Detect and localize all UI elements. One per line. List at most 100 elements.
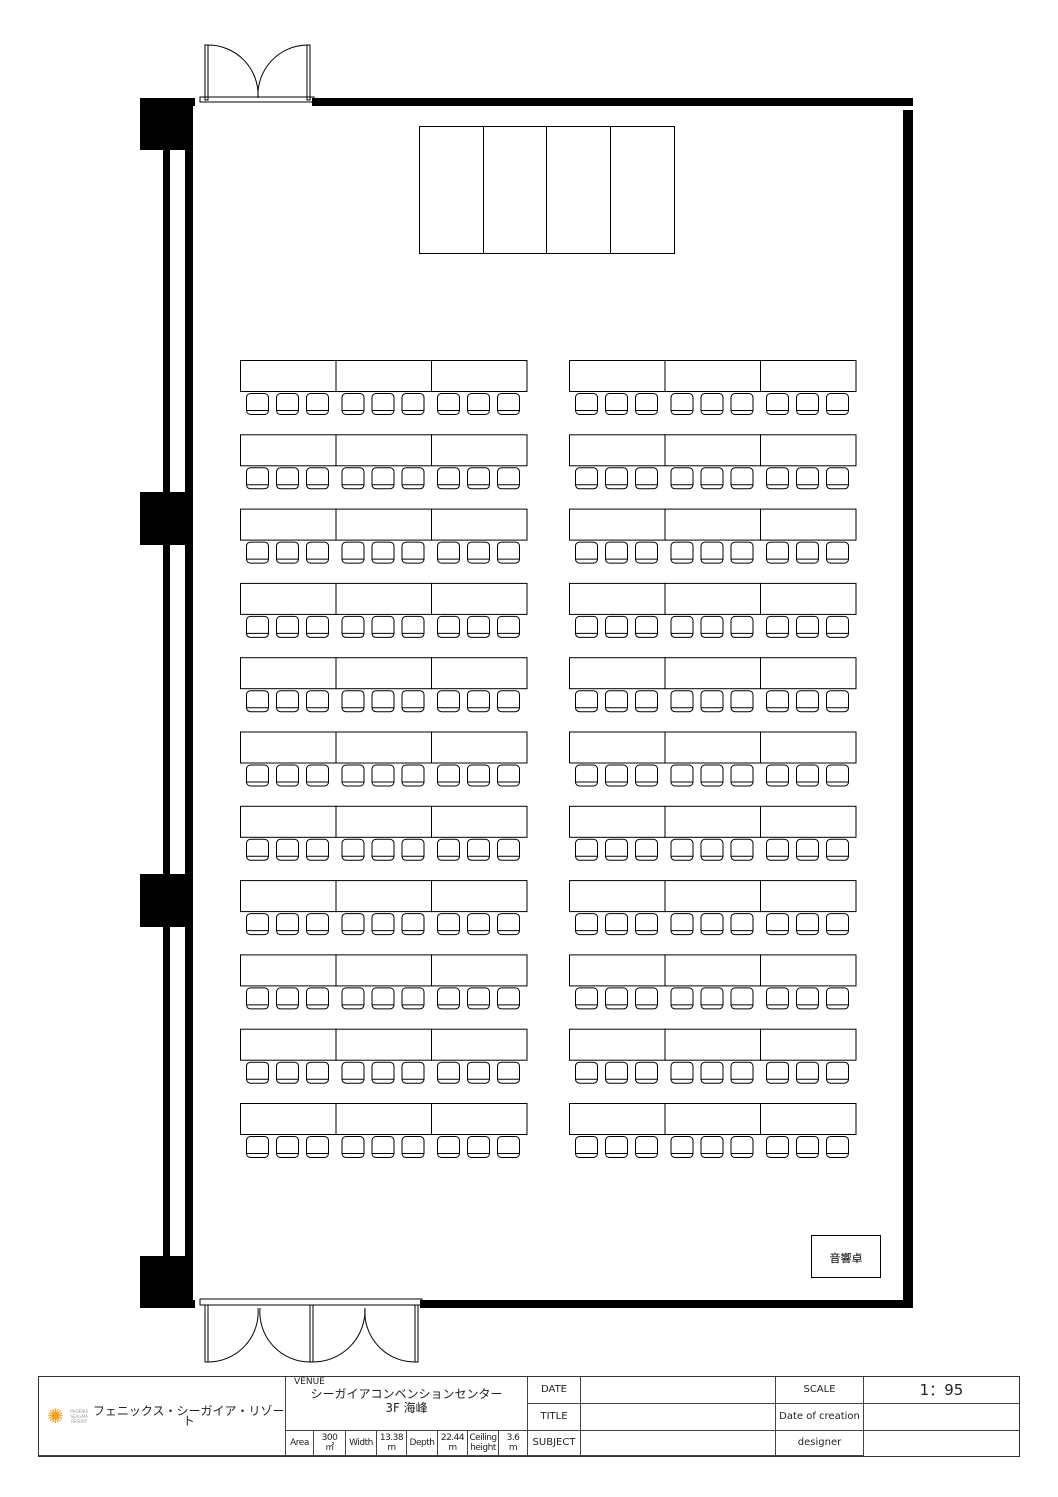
- door-top[interactable]: [199, 44, 315, 103]
- table: [664, 657, 761, 690]
- table: [569, 1103, 666, 1135]
- logo-cell: ✺ PHOENIX SEAGAIA RESORT フェニックス・シーガイア・リゾ…: [39, 1377, 286, 1456]
- scale-value: 1：95: [864, 1377, 1019, 1404]
- chair: [605, 467, 628, 490]
- chair: [826, 467, 849, 490]
- chair: [401, 615, 425, 638]
- table: [335, 657, 432, 690]
- room-name: 3F 海峰: [385, 1401, 428, 1415]
- chair: [276, 690, 299, 713]
- chair: [467, 838, 490, 861]
- chair: [341, 1061, 365, 1084]
- chair: [635, 764, 658, 787]
- chair: [306, 838, 329, 861]
- chair: [371, 541, 395, 564]
- chair: [497, 467, 520, 490]
- chair: [341, 764, 365, 787]
- chair: [276, 838, 299, 861]
- chair: [437, 987, 460, 1010]
- width-unit: m: [387, 1443, 396, 1453]
- table: [664, 731, 761, 764]
- table: [569, 582, 666, 615]
- subject-field[interactable]: [581, 1431, 776, 1456]
- ceiling-label-2: height: [470, 1443, 496, 1453]
- chair: [246, 913, 269, 936]
- table: [664, 954, 761, 987]
- chair: [246, 467, 269, 490]
- chair: [670, 1061, 694, 1084]
- chair: [276, 467, 299, 490]
- chair: [605, 987, 628, 1010]
- designer-field[interactable]: [864, 1431, 1019, 1456]
- chair: [575, 987, 598, 1010]
- chair: [246, 838, 269, 861]
- chair: [730, 541, 754, 564]
- area-label: Area: [286, 1431, 314, 1456]
- column: [140, 98, 193, 150]
- table: [431, 582, 528, 615]
- chair: [276, 913, 299, 936]
- chair: [635, 690, 658, 713]
- ceiling-label-1: Ceiling: [469, 1433, 497, 1443]
- chair: [437, 467, 460, 490]
- chair: [497, 987, 520, 1010]
- table: [431, 434, 528, 467]
- chair: [575, 764, 598, 787]
- chair: [796, 690, 819, 713]
- chair: [467, 1136, 490, 1158]
- chair: [700, 615, 724, 638]
- chair: [826, 1136, 849, 1158]
- table: [760, 360, 857, 392]
- chair: [401, 690, 425, 713]
- logo-small-text: PHOENIX SEAGAIA RESORT: [70, 1408, 89, 1424]
- area-number: 300: [321, 1433, 338, 1443]
- table: [240, 880, 337, 913]
- walls: [140, 98, 913, 1308]
- chair: [276, 764, 299, 787]
- chair: [401, 1136, 425, 1158]
- chair: [276, 615, 299, 638]
- chair: [635, 1136, 658, 1158]
- designer-label: designer: [776, 1431, 864, 1456]
- chair: [306, 393, 329, 415]
- chair: [371, 393, 395, 415]
- door-bottom[interactable]: [199, 1298, 423, 1363]
- chair: [246, 393, 269, 415]
- chair: [467, 393, 490, 415]
- sun-logo-icon: ✺: [47, 1404, 64, 1428]
- chair: [575, 838, 598, 861]
- chair: [635, 838, 658, 861]
- chair: [306, 913, 329, 936]
- chair: [246, 615, 269, 638]
- creation-date-field[interactable]: [864, 1404, 1019, 1431]
- table: [240, 434, 337, 467]
- chair: [826, 690, 849, 713]
- seating-area: [240, 360, 857, 1158]
- date-field[interactable]: [581, 1377, 776, 1404]
- table: [664, 1028, 761, 1061]
- chair: [670, 690, 694, 713]
- chair: [467, 467, 490, 490]
- table: [335, 731, 432, 764]
- title-field[interactable]: [581, 1404, 776, 1431]
- table: [569, 657, 666, 690]
- chair: [437, 393, 460, 415]
- chair: [467, 690, 490, 713]
- table: [335, 582, 432, 615]
- chair: [635, 393, 658, 415]
- chair: [437, 838, 460, 861]
- chair: [605, 764, 628, 787]
- chair: [730, 987, 754, 1010]
- chair: [306, 1136, 329, 1158]
- chair: [670, 987, 694, 1010]
- chair: [497, 838, 520, 861]
- chair: [766, 1061, 789, 1084]
- chair: [401, 1061, 425, 1084]
- table: [760, 582, 857, 615]
- chair: [467, 1061, 490, 1084]
